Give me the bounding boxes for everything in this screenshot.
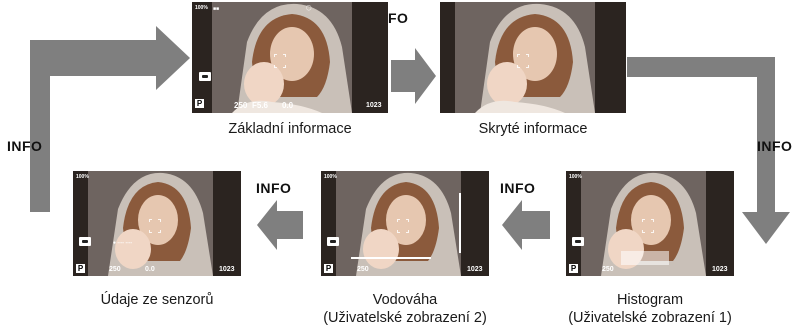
horizontal-level-bar [351, 257, 431, 259]
right-loop-arrow [627, 57, 790, 244]
shutter-speed: 250 [357, 266, 369, 273]
caption-line-2: (Uživatelské zobrazení 1) [568, 310, 732, 326]
caption-basic-info: Základní informace [192, 120, 388, 138]
portrait-photo [566, 171, 734, 276]
caption-level-gauge: Vodováha (Uživatelské zobrazení 2) [295, 291, 515, 327]
card-indicator: 100% [324, 174, 337, 180]
shooting-mode-badge: P [195, 99, 204, 108]
caption-line-2: (Uživatelské zobrazení 2) [323, 310, 487, 326]
drive-mode-icon [79, 237, 91, 246]
caption-line-1: Skryté informace [478, 121, 588, 137]
exposure-comp: 0.0 [145, 266, 155, 273]
bottom-left-arrow [257, 200, 303, 250]
af-target [642, 219, 654, 233]
info-label-bottom-left: INFO [256, 180, 292, 196]
format-badge: ■■ [213, 6, 220, 12]
top-middle-arrow [391, 48, 436, 104]
exposure-comp: 0.0 [282, 101, 294, 110]
caption-sensor-data: Údaje ze senzorů [47, 291, 267, 309]
af-target [149, 219, 161, 233]
sensor-readout: ● ---- ---- [113, 240, 133, 246]
shots-remaining: 1023 [219, 266, 235, 273]
shooting-mode-badge: P [569, 264, 578, 273]
screen-basic-info: 100% ■■ ◯ P 250 F5.6 0.0 1023 [192, 2, 388, 113]
card-indicator: 100% [569, 174, 582, 180]
drive-mode-icon [327, 237, 339, 246]
shutter-speed: 250 [234, 101, 248, 110]
shots-remaining: 1023 [712, 266, 728, 273]
af-target [274, 54, 286, 68]
caption-line-1: Údaje ze senzorů [100, 292, 214, 308]
shooting-mode-badge: P [76, 264, 85, 273]
caption-hidden-info: Skryté informace [440, 120, 626, 138]
histogram-panel [621, 251, 669, 265]
info-label-right: INFO [757, 138, 793, 154]
left-loop-arrow [30, 26, 190, 212]
portrait-photo [440, 2, 626, 113]
af-target [517, 54, 529, 68]
vertical-level-bar [459, 193, 461, 253]
caption-line-1: Histogram [616, 292, 684, 308]
drive-mode-icon [199, 72, 211, 81]
card-indicator: 100% [76, 174, 89, 180]
screen-sensor-data: 100% ● ---- ---- P 250 0.0 1023 [73, 171, 241, 276]
card-indicator: 100% [195, 5, 208, 11]
caption-line-1: Základní informace [228, 121, 352, 137]
af-target [397, 219, 409, 233]
caption-histogram: Histogram (Uživatelské zobrazení 1) [540, 291, 760, 327]
shutter-speed: 250 [109, 266, 121, 273]
screen-level-gauge: 100% P 250 1023 [321, 171, 489, 276]
shooting-mode-badge: P [324, 264, 333, 273]
stabilizer-indicator: ◯ [306, 5, 312, 11]
caption-line-1: Vodováha [372, 292, 438, 308]
screen-hidden-info [440, 2, 626, 113]
portrait-photo [192, 2, 388, 113]
bottom-right-arrow [502, 200, 550, 250]
aperture-value: F5.6 [252, 101, 269, 110]
drive-mode-icon [572, 237, 584, 246]
info-label-left: INFO [7, 138, 43, 154]
info-label-bottom-right: INFO [500, 180, 536, 196]
shutter-speed: 250 [602, 266, 614, 273]
shots-remaining: 1023 [467, 266, 483, 273]
screen-histogram: 100% P 250 1023 [566, 171, 734, 276]
shots-remaining: 1023 [366, 102, 382, 109]
